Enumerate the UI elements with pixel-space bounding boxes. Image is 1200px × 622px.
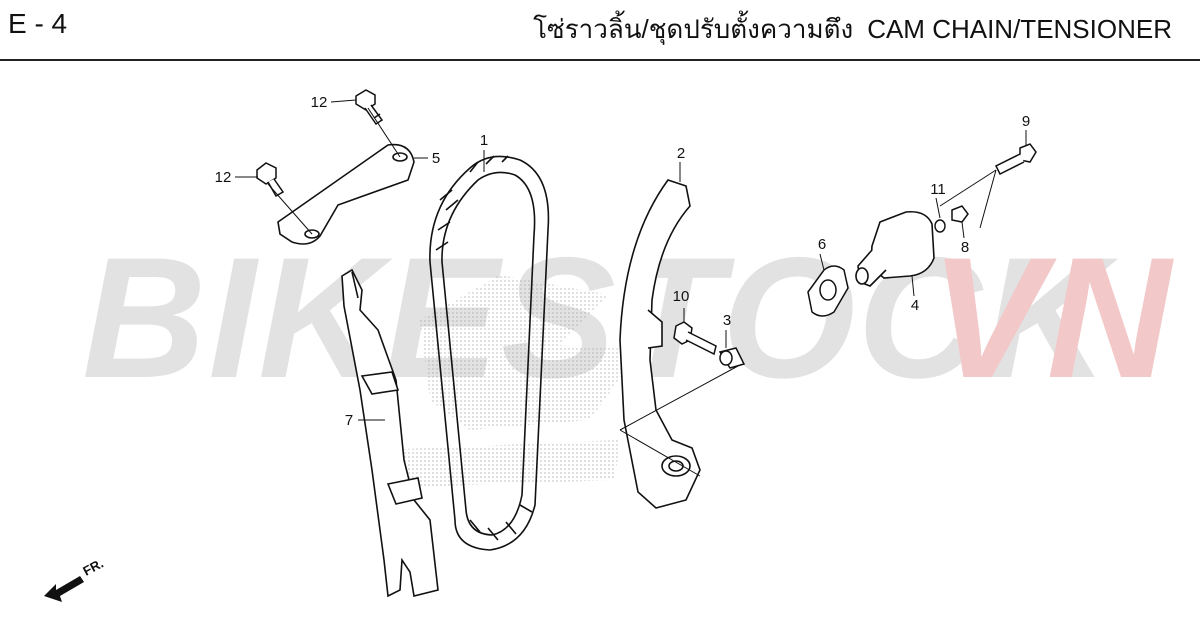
title-english: CAM CHAIN/TENSIONER xyxy=(867,14,1172,44)
diagram-header: E - 4 โซ่ราวลิ้น/ชุดปรับตั้งความตึง CAM C… xyxy=(0,0,1200,61)
part-label-3: 3 xyxy=(723,312,731,329)
part-label-6: 6 xyxy=(818,236,826,253)
part-label-9: 9 xyxy=(1022,113,1030,130)
bolt-top xyxy=(355,89,384,126)
cam-chain xyxy=(429,155,550,551)
part-label-12-left: 12 xyxy=(215,169,232,186)
tensioner-lifter xyxy=(855,210,935,287)
front-direction-label: FR. xyxy=(80,556,106,579)
part-label-11: 11 xyxy=(930,181,946,198)
diagram-title: โซ่ราวลิ้น/ชุดปรับตั้งความตึง CAM CHAIN/T… xyxy=(533,9,1172,50)
watermark-text-accent: VN xyxy=(930,222,1173,414)
title-thai: โซ่ราวลิ้น/ชุดปรับตั้งความตึง xyxy=(533,14,854,44)
sealing-washer xyxy=(934,219,946,233)
part-label-12-top: 12 xyxy=(311,94,328,111)
tensioner-slipper xyxy=(619,179,701,509)
header-divider xyxy=(0,59,1200,61)
chain-guide xyxy=(341,268,439,598)
leader-lines xyxy=(235,99,1027,477)
part-label-7: 7 xyxy=(345,412,353,429)
tensioner-bolt xyxy=(994,143,1037,176)
part-label-8: 8 xyxy=(961,239,969,256)
part-label-1: 1 xyxy=(480,132,488,149)
part-label-5: 5 xyxy=(432,150,440,167)
diagram-code: E - 4 xyxy=(8,8,68,39)
part-labels: 1 2 3 4 5 6 7 8 9 10 11 12 12 xyxy=(215,94,1031,429)
part-label-10: 10 xyxy=(673,288,690,305)
brand-emblem-watermark xyxy=(380,275,640,488)
tensioner-gasket xyxy=(807,265,849,317)
part-label-4: 4 xyxy=(911,297,919,314)
tensioner-screw xyxy=(951,205,969,223)
bolt-left xyxy=(256,162,285,198)
pivot-bolt xyxy=(673,321,717,356)
part-label-2: 2 xyxy=(677,145,685,162)
collar xyxy=(718,347,746,369)
arrow-front-icon: FR. xyxy=(44,556,106,602)
guide-plate xyxy=(277,143,415,245)
